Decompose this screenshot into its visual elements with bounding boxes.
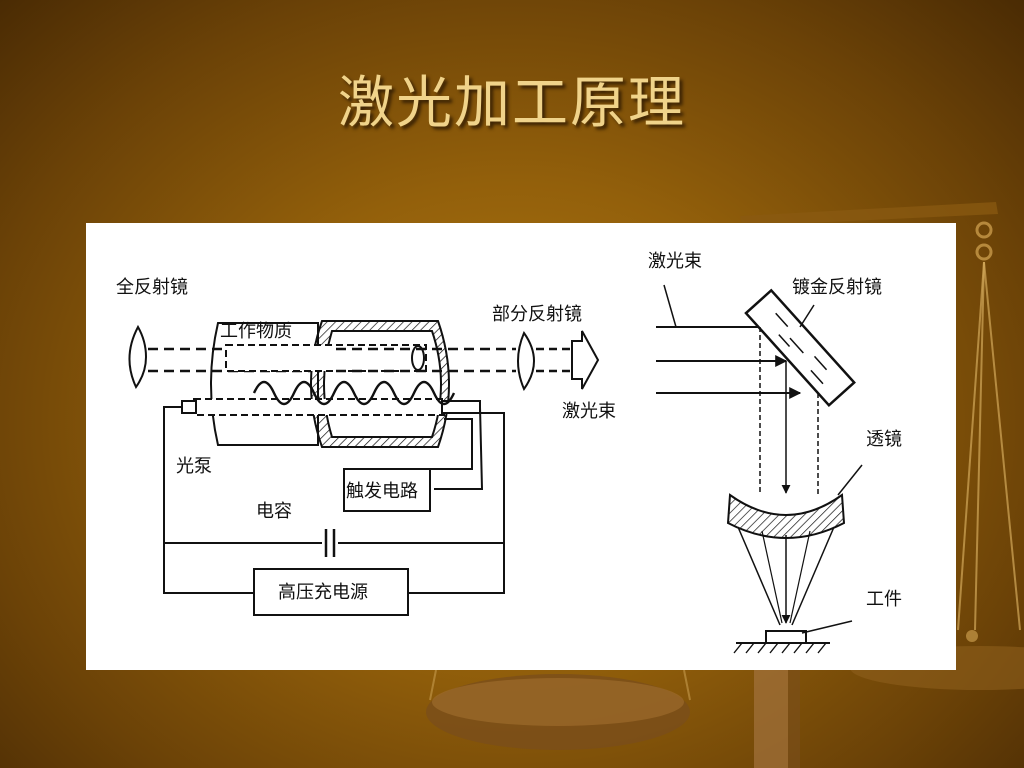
pump-coil	[252, 380, 456, 406]
label-workpiece: 工件	[866, 589, 902, 610]
label-lens: 透镜	[866, 429, 902, 450]
trigger-circuit-box	[343, 468, 431, 512]
partial-mirror-shape	[517, 330, 536, 392]
label-gold-mirror: 镀金反射镜	[792, 277, 882, 298]
label-work-material: 工作物质	[220, 321, 292, 342]
output-beam-arrow	[571, 330, 600, 390]
label-capacitor: 电容	[256, 501, 292, 522]
hv-charger-box	[253, 568, 409, 616]
workpiece-shape	[765, 630, 807, 644]
label-partial-mirror: 部分反射镜	[492, 304, 582, 325]
gold-mirror-shape	[744, 288, 856, 408]
label-hv-charger: 高压充电源	[278, 582, 368, 603]
full-mirror-shape	[128, 324, 148, 389]
lens-shape	[726, 493, 846, 539]
label-laser-beam-out: 激光束	[562, 401, 616, 422]
circuit-wires	[163, 406, 505, 594]
label-laser-beam-in: 激光束	[648, 251, 702, 272]
label-light-pump: 光泵	[176, 456, 212, 477]
label-full-mirror: 全反射镜	[116, 277, 188, 298]
laser-principle-diagram: 全反射镜 工作物质 部分反射镜 激光束 光泵 触发电路 电容 高压充电源	[116, 251, 902, 654]
diagram-panel: 全反射镜 工作物质 部分反射镜 激光束 光泵 触发电路 电容 高压充电源	[86, 223, 956, 670]
slide-title: 激光加工原理	[338, 71, 686, 136]
work-rod	[225, 344, 427, 372]
label-trigger-circuit: 触发电路	[346, 481, 418, 502]
